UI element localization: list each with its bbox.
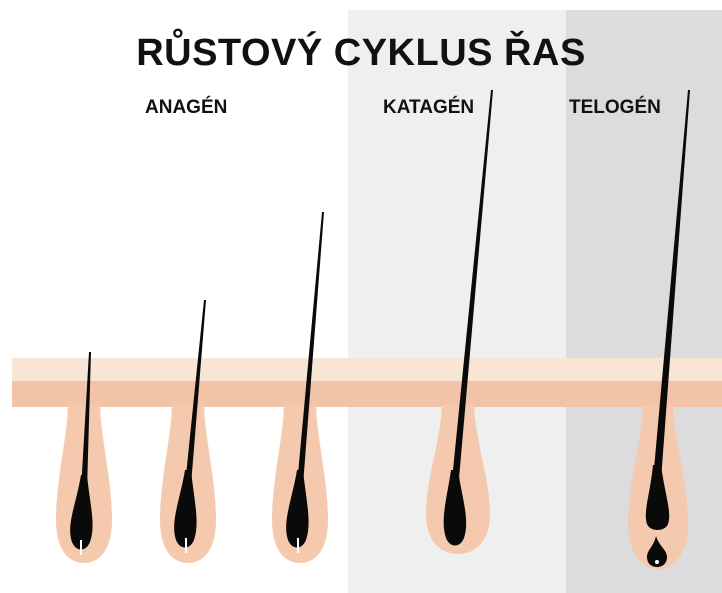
skin-surface-layer xyxy=(12,358,722,381)
papilla-anagen-1 xyxy=(80,540,82,555)
papilla-anagen-2 xyxy=(185,538,187,553)
phase-label-anagen: ANAGÉN xyxy=(145,97,227,119)
skin-lower-layer xyxy=(12,381,722,407)
papilla-anagen-3 xyxy=(297,538,299,553)
papilla-dot-telogen xyxy=(655,560,659,564)
diagram-title: RŮSTOVÝ CYKLUS ŘAS xyxy=(0,32,722,75)
phase-label-katagen: KATAGÉN xyxy=(383,97,474,119)
phase-label-telogen: TELOGÉN xyxy=(569,97,661,119)
